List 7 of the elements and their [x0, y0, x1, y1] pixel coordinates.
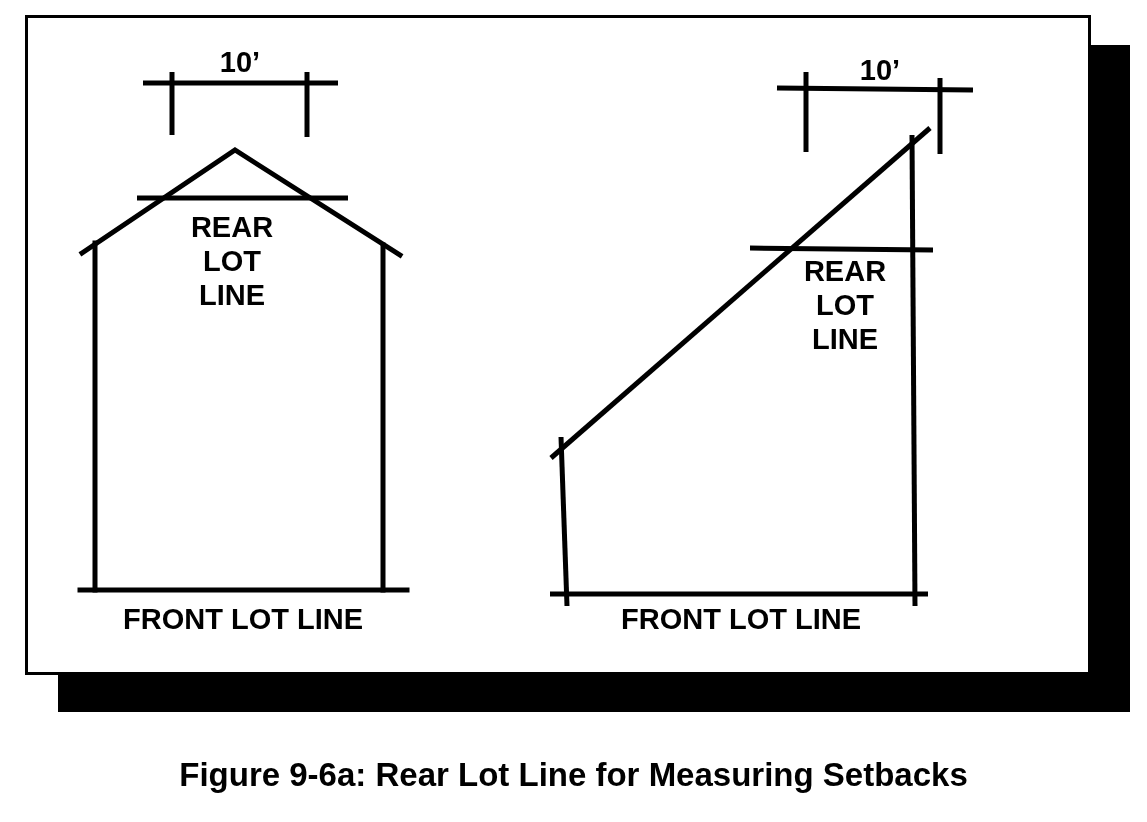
figure-caption: Figure 9-6a: Rear Lot Line for Measuring Setbacks [178, 755, 969, 795]
lot-line-label: FRONT LOT LINE [620, 602, 862, 636]
lot-line-label: REAR LOT LINE [189, 210, 275, 312]
lot-line-label: FRONT LOT LINE [122, 602, 364, 636]
lot-line-label: REAR LOT LINE [802, 254, 888, 356]
dimension-label: 10’ [218, 45, 262, 79]
dimension-label: 10’ [858, 53, 902, 87]
